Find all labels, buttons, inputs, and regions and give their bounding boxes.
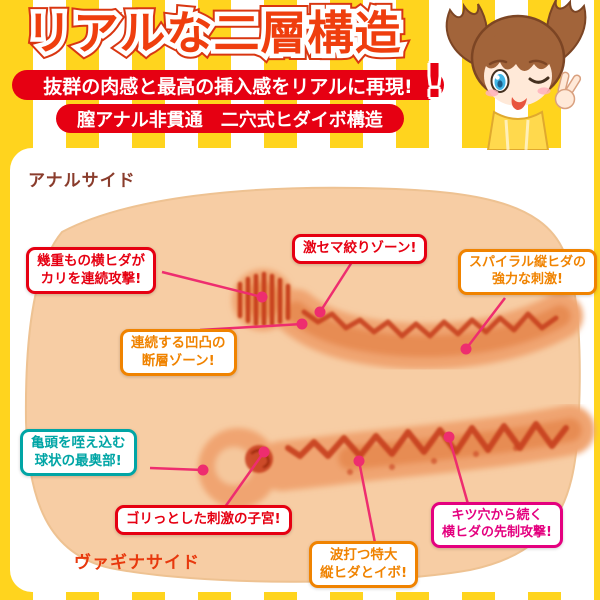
mascot-mouth xyxy=(511,97,527,110)
callout-bumpy-fault-zone: 連続する凹凸の 断層ゾーン! xyxy=(120,329,237,377)
page-title-outline: リアルな二層構造 xyxy=(20,0,408,67)
callout-entry-folds-attack: キツ穴から続く 横ヒダの先制攻撃! xyxy=(431,502,563,548)
callout-wavy-ridges-bumps: 波打つ特大 縦ヒダとイボ! xyxy=(309,541,419,589)
subtitle-banner: 抜群の肉感と最高の挿入感をリアルに再現! xyxy=(12,70,444,100)
mascot-open-eye xyxy=(490,69,510,93)
callout-horizontal-folds: 幾重もの横ヒダが カリを連続攻撃! xyxy=(26,247,156,295)
callout-spiral-ridges: スパイラル縦ヒダの 強力な刺激! xyxy=(458,249,598,295)
anal-side-label: アナルサイド xyxy=(28,171,136,191)
callout-spherical-innermost: 亀頭を咥え込む 球状の最奥部! xyxy=(20,429,137,477)
vagina-side-label: ヴァギナサイド xyxy=(74,553,200,573)
exclamation-mark: ! xyxy=(424,54,445,108)
mascot-peace-hand xyxy=(554,71,582,110)
mascot-wink-eye xyxy=(528,76,550,84)
page-title-text: リアルな二層構造 xyxy=(26,6,402,60)
feature-banner: 膣アナル非貫通 二穴式ヒダイボ構造 xyxy=(56,104,404,133)
mascot-outfit xyxy=(486,110,550,150)
page-title: リアルな二層構造 リアルな二層構造 リアルな二層構造 xyxy=(20,0,446,68)
anime-girl-mascot xyxy=(445,0,587,150)
page-title-stroke: リアルな二層構造 xyxy=(22,1,406,64)
callout-tight-squeeze-zone: 激セマ絞りゾーン! xyxy=(292,234,428,264)
callout-uterus-stimulus: ゴリっとした刺激の子宮! xyxy=(115,505,292,535)
